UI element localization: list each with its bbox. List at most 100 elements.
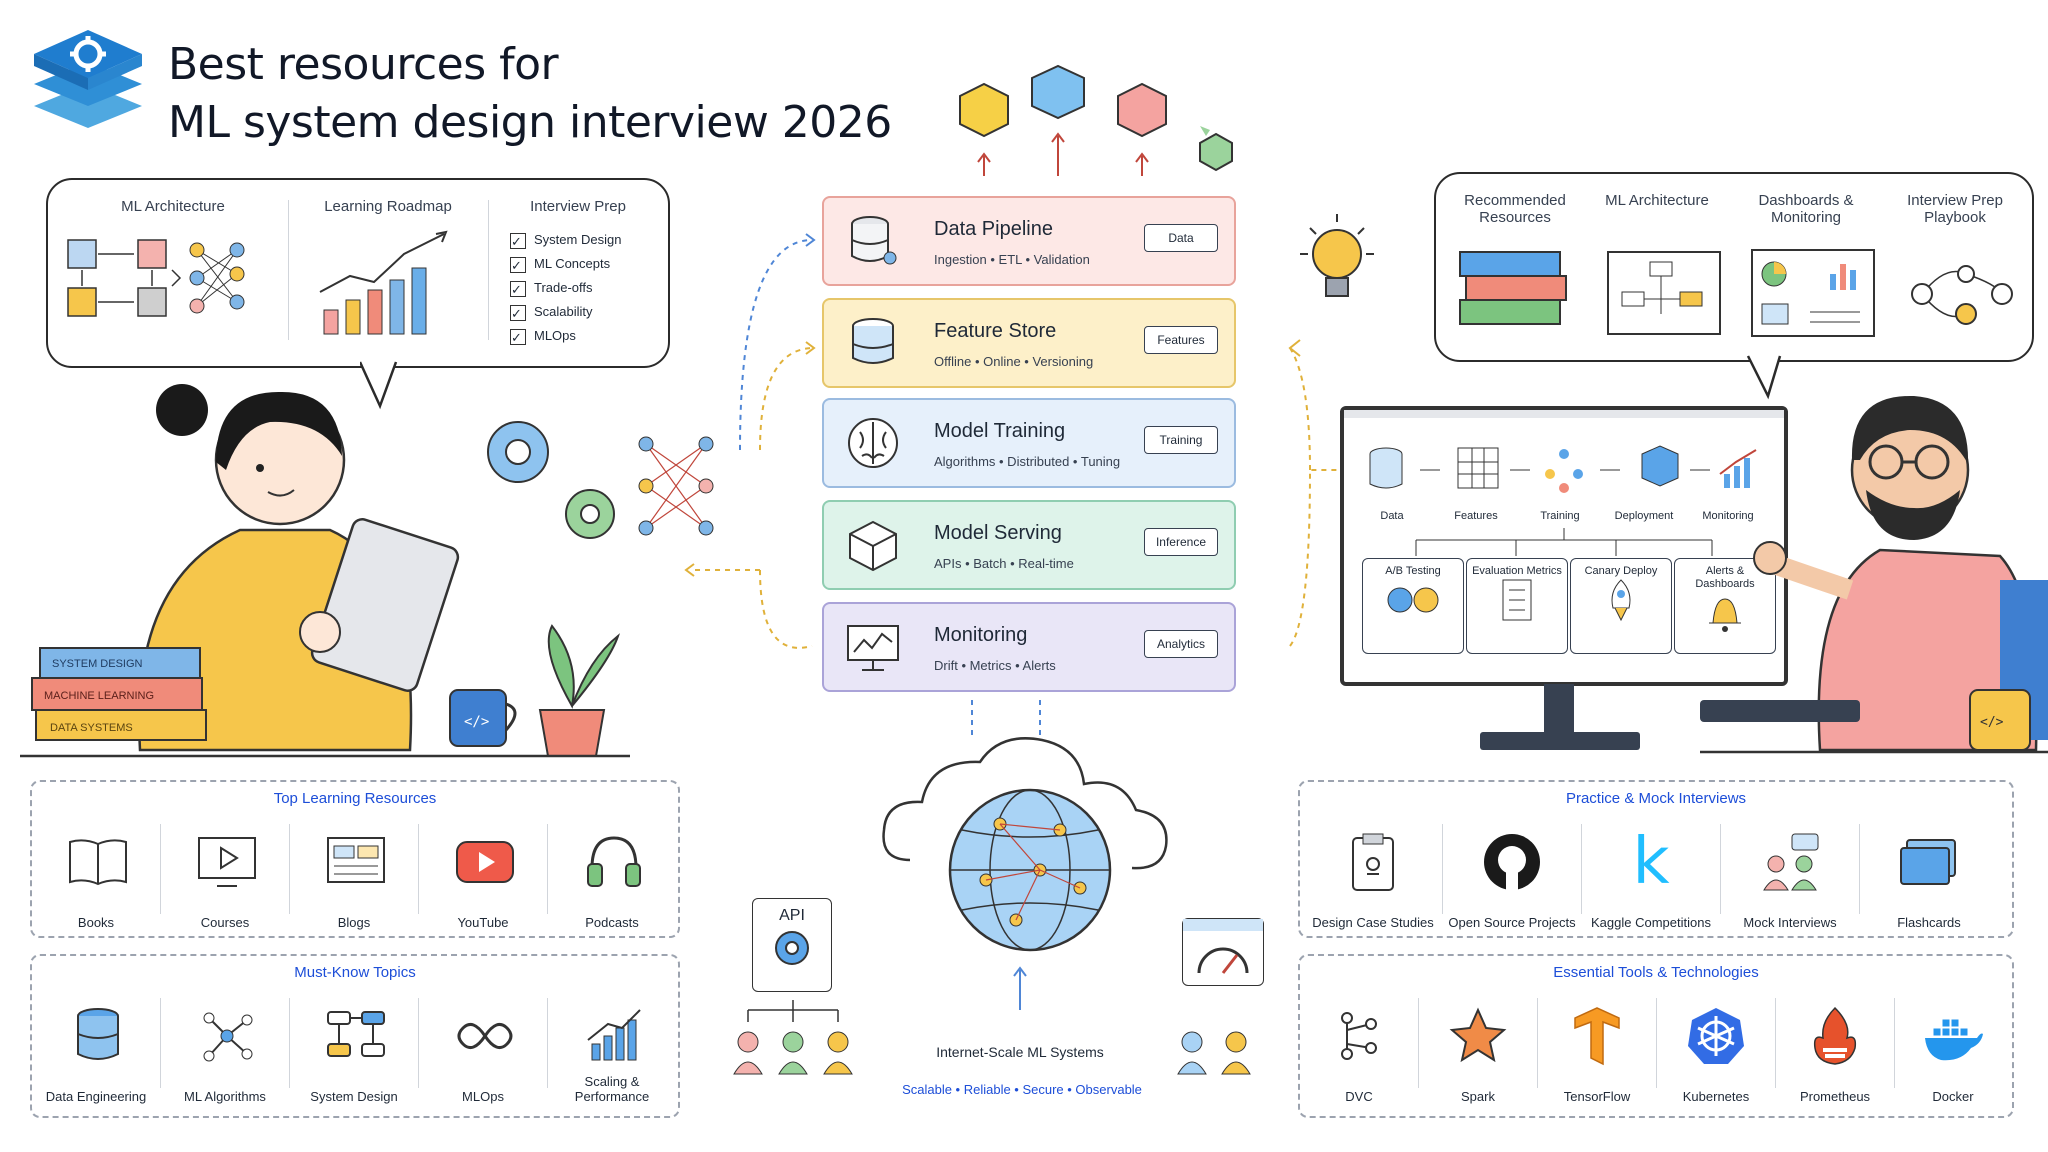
- resource-label: Blogs: [337, 915, 371, 930]
- practice-label: Kaggle Competitions: [1591, 915, 1711, 930]
- neural-network-icon: [638, 436, 714, 536]
- api-card: API: [752, 898, 832, 992]
- tool-tensorflow[interactable]: TensorFlow: [1538, 990, 1656, 1110]
- svg-text:</>: </>: [1980, 715, 2004, 730]
- practice-case-studies[interactable]: Design Case Studies: [1304, 816, 1442, 936]
- growth-chart-icon: [587, 1009, 641, 1061]
- monitor-bezel: [1344, 410, 1784, 418]
- stage-subtitle: Ingestion • ETL • Validation: [934, 252, 1090, 267]
- checklist-item: ✓Scalability: [510, 304, 593, 321]
- api-label: API: [779, 907, 805, 924]
- video-course-icon: [198, 837, 256, 887]
- feature-store-icon: [852, 318, 894, 364]
- divider: [418, 824, 419, 914]
- logo: [30, 20, 146, 140]
- flow-step-label: Monitoring: [1702, 510, 1754, 522]
- practice-flashcards[interactable]: Flashcards: [1860, 816, 1998, 936]
- topic-data-engineering[interactable]: Data Engineering: [32, 990, 160, 1110]
- checkbox-icon: ✓: [510, 232, 526, 249]
- right-thought-bubble: Recommended Resources ML Architecture Da…: [1434, 172, 2034, 362]
- gauge-icon: [1183, 919, 1263, 974]
- divider: [1720, 824, 1721, 914]
- book-spine: DATA SYSTEMS: [50, 722, 133, 734]
- bubble-col-label: Learning Roadmap: [324, 198, 452, 215]
- tool-spark[interactable]: Spark: [1419, 990, 1537, 1110]
- practice-label: Mock Interviews: [1743, 915, 1837, 930]
- resource-podcasts[interactable]: Podcasts: [548, 816, 676, 936]
- tool-kubernetes[interactable]: Kubernetes: [1657, 990, 1775, 1110]
- pipeline-stage-monitoring[interactable]: Monitoring Drift • Metrics • Alerts Anal…: [822, 602, 1236, 692]
- practice-panel: Practice & Mock Interviews Design Case S…: [1298, 780, 2014, 938]
- pipeline-stage-data[interactable]: Data Pipeline Ingestion • ETL • Validati…: [822, 196, 1236, 286]
- divider: [289, 824, 290, 914]
- tool-label: TensorFlow: [1563, 1089, 1631, 1104]
- resource-youtube[interactable]: YouTube: [419, 816, 547, 936]
- resource-label: YouTube: [457, 915, 509, 930]
- stage-name: Model Training: [934, 420, 1066, 442]
- topic-ml-algorithms[interactable]: ML Algorithms: [161, 990, 289, 1110]
- flow-step-label: Features: [1454, 510, 1498, 522]
- tool-docker[interactable]: Docker: [1895, 990, 2011, 1110]
- checkbox-icon: ✓: [510, 280, 526, 297]
- pipeline-stage-features[interactable]: Feature Store Offline • Online • Version…: [822, 298, 1236, 388]
- divider: [160, 998, 161, 1088]
- stage-tag: Inference: [1144, 528, 1218, 556]
- interview-checklist: ✓System Design ✓ML Concepts ✓Trade-offs …: [510, 232, 660, 352]
- practice-mock-interviews[interactable]: Mock Interviews: [1721, 816, 1859, 936]
- tool-label: DVC: [1345, 1089, 1373, 1104]
- panel-title: Must-Know Topics: [294, 964, 416, 981]
- card-label: A/B Testing: [1385, 565, 1441, 577]
- topic-mlops[interactable]: MLOps: [419, 990, 547, 1110]
- panel-title: Practice & Mock Interviews: [1565, 790, 1747, 807]
- cloud-subcaption: Scalable • Reliable • Secure • Observabl…: [902, 1082, 1142, 1097]
- panel-title: Essential Tools & Technologies: [1553, 964, 1759, 981]
- divider: [1775, 998, 1776, 1088]
- tool-label: Kubernetes: [1682, 1089, 1750, 1104]
- topic-label: Scaling & Performance: [574, 1074, 650, 1104]
- gauge-card: [1182, 918, 1264, 986]
- bubble-tail: [360, 361, 398, 410]
- left-thought-bubble: ML Architecture Learning Roadmap Intervi…: [46, 178, 670, 368]
- roadmap-chart-icon: [319, 230, 448, 335]
- hexagon-icon: [1199, 132, 1233, 172]
- card-label: Canary Deploy: [1584, 565, 1658, 577]
- youtube-icon: [456, 841, 514, 883]
- stage-name: Feature Store: [934, 320, 1057, 342]
- blog-icon: [327, 837, 385, 883]
- ml-flow-diagram: [1369, 445, 1757, 493]
- resource-courses[interactable]: Courses: [161, 816, 289, 936]
- tensorflow-icon: [1574, 1007, 1620, 1066]
- topic-scaling[interactable]: Scaling & Performance: [548, 990, 676, 1110]
- tool-dvc[interactable]: DVC: [1300, 990, 1418, 1110]
- man-at-computer-illustration: </>: [1700, 395, 2048, 754]
- brain-icon: [848, 418, 898, 468]
- flow-step-label: Deployment: [1614, 510, 1674, 522]
- book-spine: SYSTEM DESIGN: [52, 658, 143, 670]
- checklist-item: ✓ML Concepts: [510, 256, 611, 273]
- practice-kaggle[interactable]: k Kaggle Competitions: [1582, 816, 1720, 936]
- practice-open-source[interactable]: Open Source Projects: [1443, 816, 1581, 936]
- stage-subtitle: Drift • Metrics • Alerts: [934, 658, 1056, 673]
- pipeline-stage-serving[interactable]: Model Serving APIs • Batch • Real-time I…: [822, 500, 1236, 590]
- stage-tag: Data: [1144, 224, 1218, 252]
- tool-label: Docker: [1932, 1089, 1974, 1104]
- learning-resources-panel: Top Learning Resources Books Courses Blo…: [30, 780, 680, 938]
- divider: [1656, 998, 1657, 1088]
- users-left-icon: [733, 1000, 853, 1075]
- divider: [288, 200, 289, 340]
- divider: [1581, 824, 1582, 914]
- topic-system-design[interactable]: System Design: [290, 990, 418, 1110]
- resource-books[interactable]: Books: [32, 816, 160, 936]
- bell-icon: [1709, 598, 1741, 632]
- woman-with-tablet-illustration: </>: [20, 384, 630, 758]
- clipboard-icon: [1352, 833, 1394, 891]
- tool-label: Spark: [1461, 1089, 1495, 1104]
- tool-prometheus[interactable]: Prometheus: [1776, 990, 1894, 1110]
- resource-blogs[interactable]: Blogs: [290, 816, 418, 936]
- dashboard-icon: [1751, 249, 1875, 337]
- checklist-item: ✓Trade-offs: [510, 280, 593, 297]
- pipeline-stage-training[interactable]: Model Training Algorithms • Distributed …: [822, 398, 1236, 488]
- flow-step-label: Training: [1540, 510, 1580, 522]
- practice-label: Flashcards: [1897, 915, 1961, 930]
- divider: [289, 998, 290, 1088]
